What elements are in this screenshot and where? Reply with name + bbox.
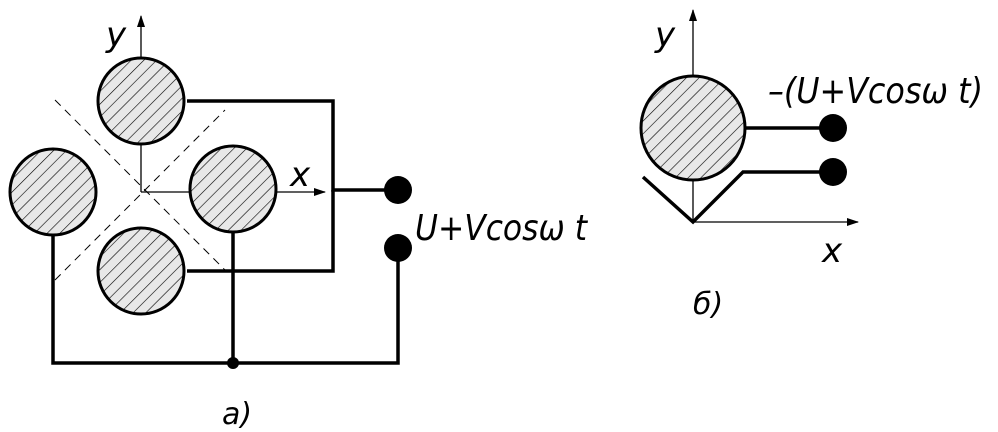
terminal-top-b	[819, 114, 847, 142]
junction-dot	[227, 357, 239, 369]
figure-a: y x U+Vcosω t a)	[8, 15, 589, 432]
y-axis-label-b: y	[654, 15, 676, 55]
figure-b: y x –(U+Vcosω t) б)	[639, 9, 983, 322]
y-axis-label-a: y	[105, 15, 127, 55]
wire-top-rod	[187, 99, 398, 192]
terminal-bottom-a	[384, 234, 412, 262]
voltage-label-a: U+Vcosω t	[415, 208, 589, 249]
rod-bottom	[96, 226, 186, 316]
x-axis-label-a: x	[289, 155, 311, 195]
v-electrode	[641, 170, 833, 225]
caption-b: б)	[693, 287, 723, 322]
wire-bottom-rod	[187, 190, 335, 273]
rod-right	[188, 144, 278, 234]
diagonal-guide-1	[54, 99, 226, 271]
x-axis-label-b: x	[821, 231, 843, 271]
terminal-bottom-b	[819, 158, 847, 186]
caption-a: a)	[222, 397, 252, 432]
rod-top	[96, 56, 186, 146]
rod-b	[639, 74, 747, 182]
terminal-top-a	[384, 176, 412, 204]
voltage-label-b: –(U+Vcosω t)	[768, 71, 983, 112]
rod-left	[8, 147, 98, 237]
diagonal-guide-2	[54, 109, 226, 281]
wire-left-rod	[51, 232, 400, 365]
